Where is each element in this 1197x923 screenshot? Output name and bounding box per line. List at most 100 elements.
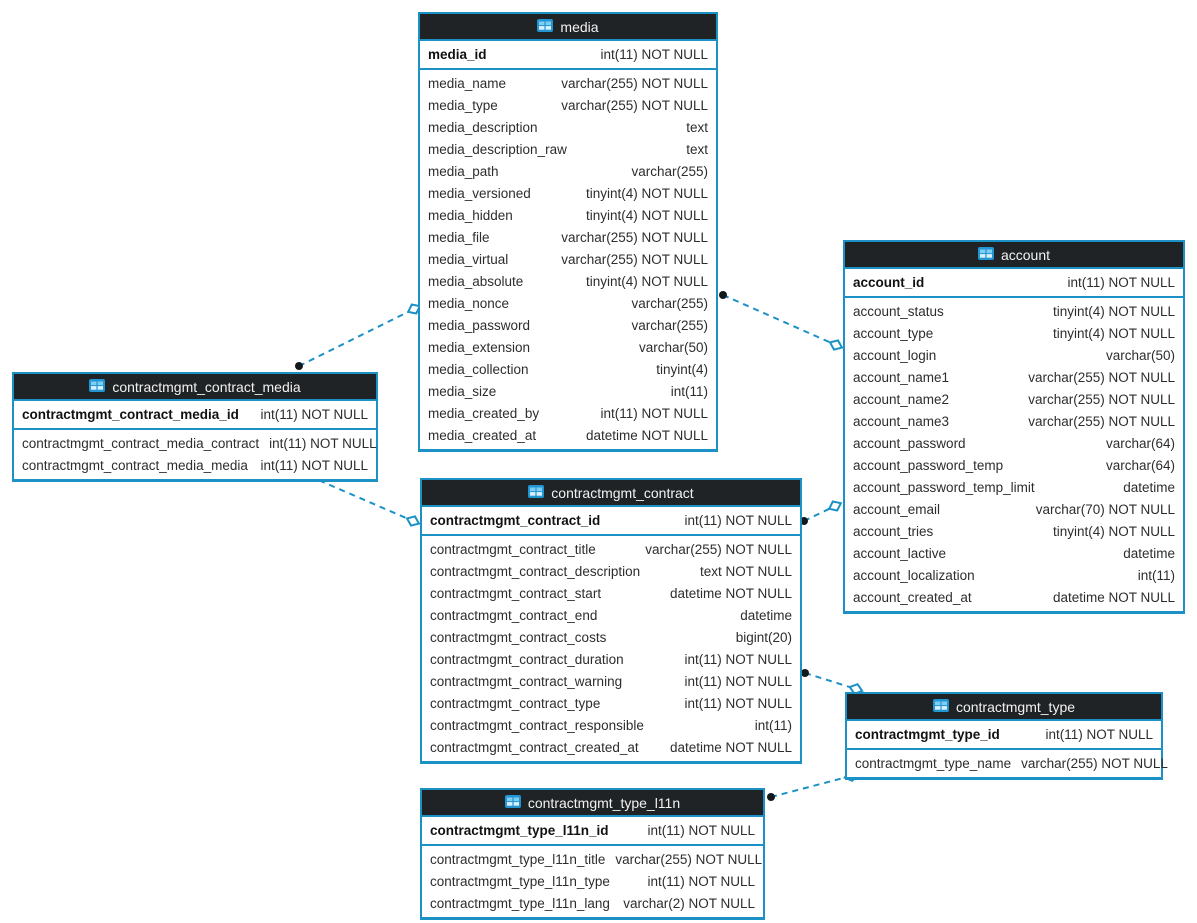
column-type: tinyint(4) NOT NULL [1052, 303, 1175, 319]
column-type: int(11) NOT NULL [260, 457, 368, 473]
column-name: contractmgmt_contract_start [430, 585, 602, 601]
table-icon [504, 794, 521, 811]
column-name: contractmgmt_type_l11n_lang [430, 895, 610, 911]
column-type: varchar(255) NOT NULL [561, 75, 708, 91]
column-type: datetime [740, 607, 792, 623]
column-name: contractmgmt_contract_description [430, 563, 641, 579]
primary-key-type: int(11) NOT NULL [1045, 727, 1153, 742]
column-type: varchar(255) NOT NULL [1028, 391, 1175, 407]
table-title: contractmgmt_contract [551, 484, 694, 501]
primary-key-type: int(11) NOT NULL [260, 407, 368, 422]
column-row: contractmgmt_contract_end datetime [422, 604, 800, 626]
relation-line [770, 775, 852, 798]
column-row: media_name varchar(255) NOT NULL [420, 72, 716, 94]
relation-line [308, 475, 414, 522]
table-header-contractmgmt_contract[interactable]: contractmgmt_contract [422, 480, 800, 507]
column-type: datetime [1123, 479, 1175, 495]
column-type: varchar(2) NOT NULL [623, 895, 755, 911]
column-type: varchar(255) NOT NULL [645, 541, 792, 557]
column-name: media_name [428, 75, 507, 91]
table-header-contractmgmt_contract_media[interactable]: contractmgmt_contract_media [14, 374, 376, 401]
relation-contractmgmt_contract-to-contractmgmt_type [801, 669, 864, 695]
column-name: account_email [853, 501, 941, 517]
column-name: account_password [853, 435, 966, 451]
column-type: text [686, 119, 708, 135]
column-name: account_name2 [853, 391, 950, 407]
column-type: varchar(255) NOT NULL [1028, 413, 1175, 429]
column-name: contractmgmt_contract_type [430, 695, 601, 711]
column-type: tinyint(4) [656, 361, 708, 377]
column-name: account_tries [853, 523, 934, 539]
column-name: contractmgmt_type_l11n_title [430, 851, 606, 867]
column-name: account_name3 [853, 413, 950, 429]
column-row: media_collection tinyint(4) [420, 358, 716, 380]
column-type: int(11) NOT NULL [269, 435, 377, 451]
column-row: contractmgmt_type_l11n_lang varchar(2) NO… [422, 892, 763, 914]
column-name: media_collection [428, 361, 529, 377]
column-row: media_password varchar(255) [420, 314, 716, 336]
table-header-account[interactable]: account [845, 242, 1183, 269]
column-type: int(11) NOT NULL [684, 695, 792, 711]
column-name: account_status [853, 303, 944, 319]
column-type: varchar(64) [1105, 435, 1175, 451]
column-name: account_localization [853, 567, 975, 583]
table-header-media[interactable]: media [420, 14, 716, 41]
table-contractmgmt_type_l11n[interactable]: contractmgmt_type_l11n contractmgmt_type_… [420, 788, 765, 920]
table-contractmgmt_contract_media[interactable]: contractmgmt_contract_media contractmgmt_… [12, 372, 378, 482]
column-type: varchar(50) [1105, 347, 1175, 363]
column-row: account_status tinyint(4) NOT NULL [845, 300, 1183, 322]
table-contractmgmt_contract[interactable]: contractmgmt_contract contractmgmt_contra… [420, 478, 802, 764]
column-type: bigint(20) [735, 629, 792, 645]
table-header-contractmgmt_type_l11n[interactable]: contractmgmt_type_l11n [422, 790, 763, 817]
primary-key-name: contractmgmt_type_l11n_id [430, 823, 609, 838]
column-name: media_file [428, 229, 490, 245]
column-type: datetime NOT NULL [585, 427, 708, 443]
column-name: contractmgmt_contract_warning [430, 673, 623, 689]
primary-key-name: contractmgmt_contract_media_id [22, 407, 239, 422]
column-name: account_password_temp [853, 457, 1004, 473]
column-name: contractmgmt_contract_media_contract [22, 435, 260, 451]
column-name: media_extension [428, 339, 531, 355]
column-type: int(11) NOT NULL [600, 405, 708, 421]
primary-key-type: int(11) NOT NULL [684, 513, 792, 528]
table-contractmgmt_type[interactable]: contractmgmt_type contractmgmt_type_id int… [845, 692, 1168, 780]
relation-media-to-account [719, 291, 844, 351]
column-name: media_created_at [428, 427, 537, 443]
column-name: media_size [428, 383, 497, 399]
relation-line [803, 505, 836, 522]
column-name: media_path [428, 163, 499, 179]
table-icon [932, 698, 949, 715]
primary-key-name: contractmgmt_type_id [855, 727, 1000, 742]
column-name: contractmgmt_contract_end [430, 607, 598, 623]
column-name: media_password [428, 317, 531, 333]
relation-line [804, 672, 857, 690]
column-name: media_hidden [428, 207, 513, 223]
column-type: varchar(255) [631, 317, 708, 333]
table-header-contractmgmt_type[interactable]: contractmgmt_type [847, 694, 1161, 721]
primary-key-name: media_id [428, 47, 487, 62]
column-type: int(11) NOT NULL [647, 873, 755, 889]
column-name: account_created_at [853, 589, 972, 605]
table-title: contractmgmt_contract_media [112, 378, 301, 395]
